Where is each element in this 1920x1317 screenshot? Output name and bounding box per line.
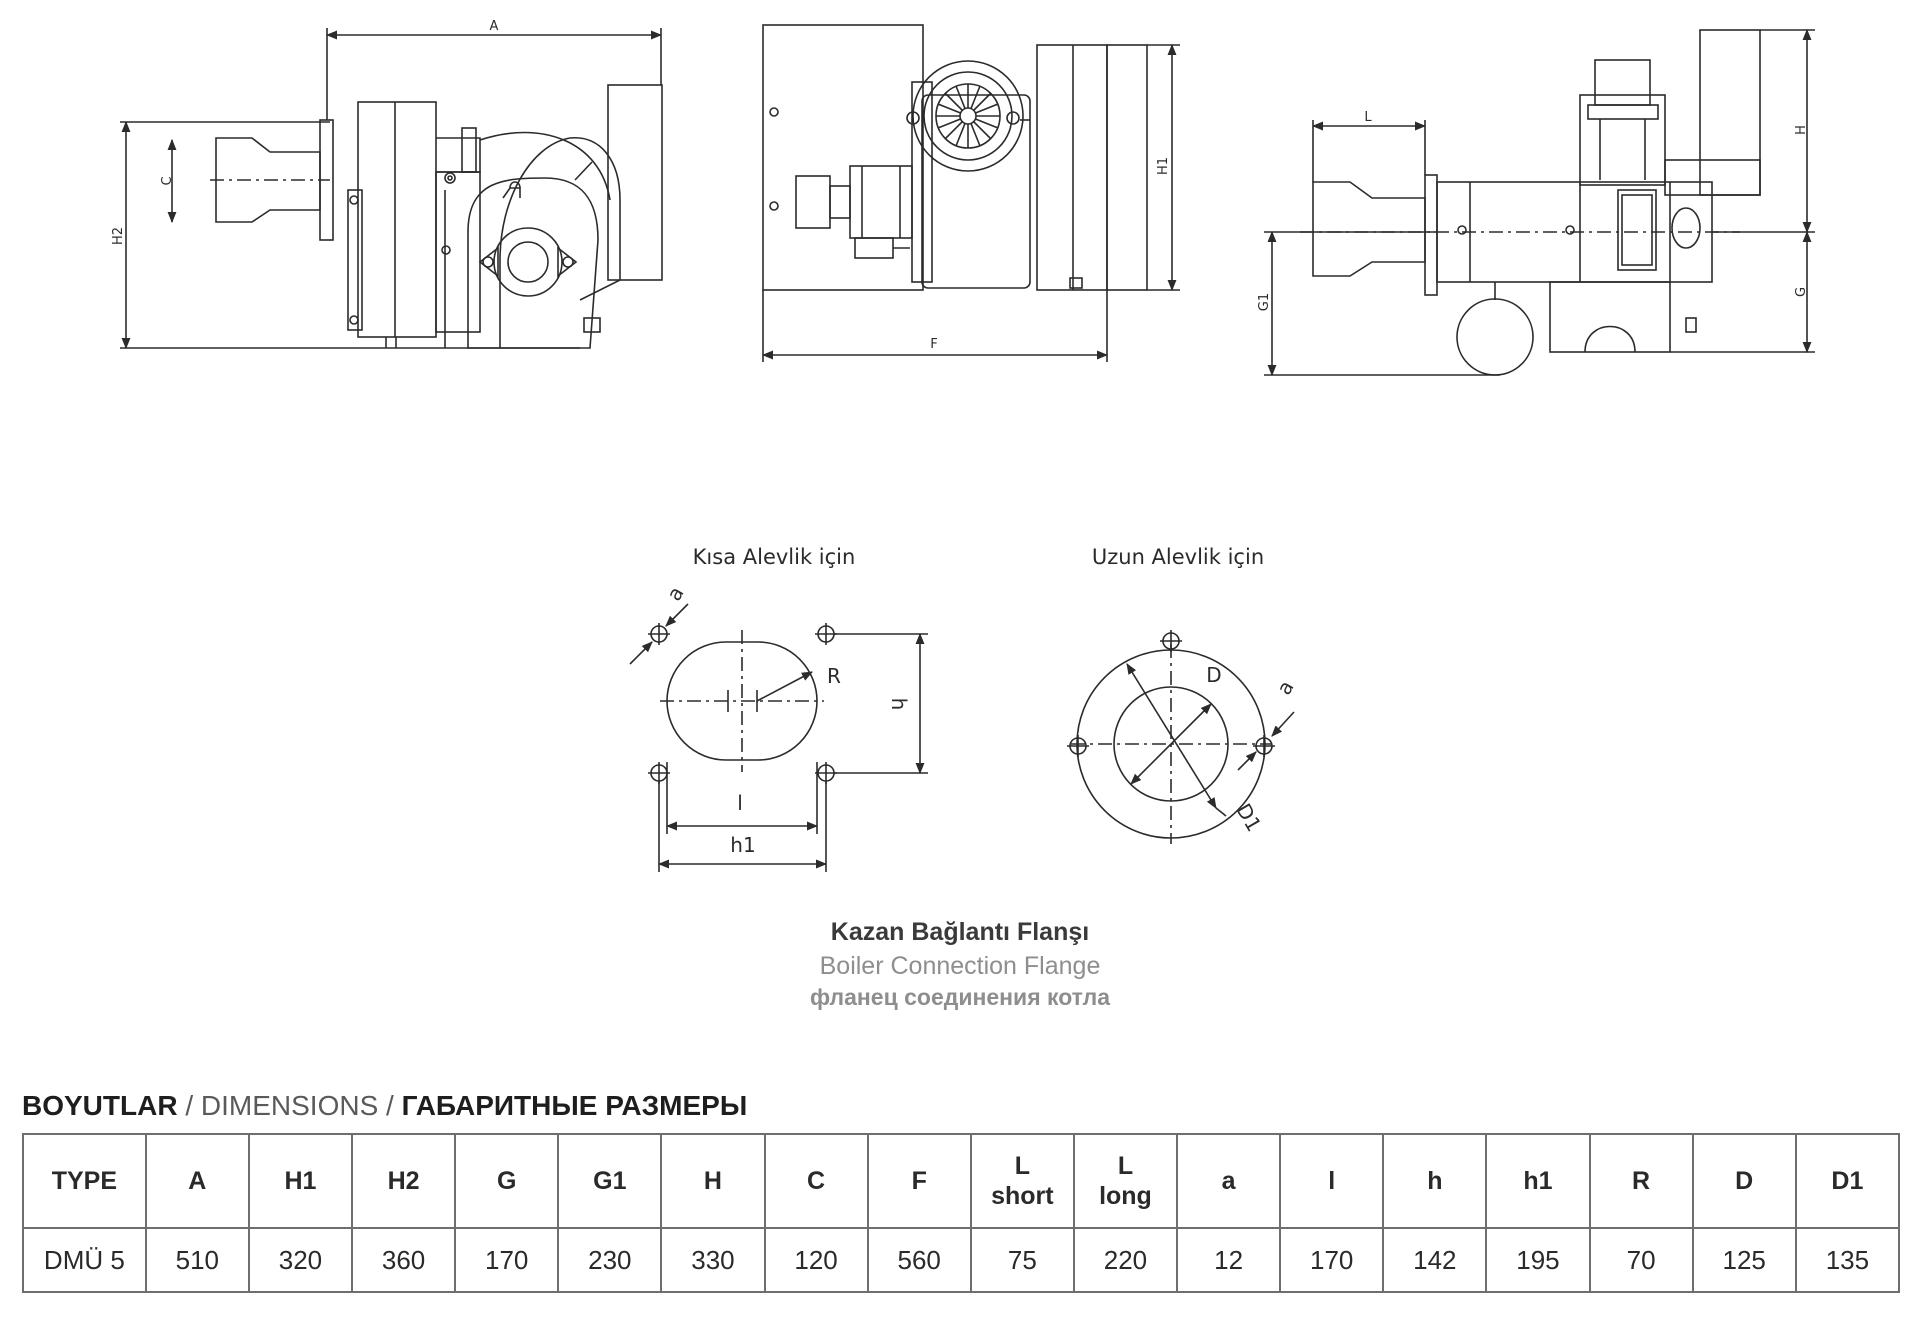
label-G: G xyxy=(1794,287,1809,297)
label-D: D xyxy=(1206,663,1221,687)
table-header-text: H xyxy=(703,1167,722,1195)
label-G1: G1 xyxy=(1257,293,1272,311)
drawing-labels: A C H2 F H1 L H G G1 Kısa Alevlik için a… xyxy=(111,19,1809,857)
table-header-cell: h xyxy=(1382,1133,1488,1229)
table-header-cell: F xyxy=(866,1133,972,1229)
section-title-ru: ГАБАРИТНЫЕ РАЗМЕРЫ xyxy=(401,1090,748,1121)
table-cell: 360 xyxy=(351,1227,457,1293)
table-cell: 195 xyxy=(1485,1227,1591,1293)
caption-en: Boiler Connection Flange xyxy=(819,952,1101,980)
table-cell: 170 xyxy=(454,1227,560,1293)
label-H: H xyxy=(1794,125,1809,135)
flange-short-drawing xyxy=(629,603,928,872)
table-cell: 70 xyxy=(1588,1227,1694,1293)
front-view xyxy=(761,24,1180,362)
table-header-cell: a xyxy=(1176,1133,1282,1229)
table-cell: 12 xyxy=(1176,1227,1282,1293)
flange-short-title: Kısa Alevlik için xyxy=(693,545,856,569)
dimensions-section-title: BOYUTLAR / DIMENSIONS / ГАБАРИТНЫЕ РАЗМЕ… xyxy=(22,1090,747,1122)
table-header-cell: R xyxy=(1588,1133,1694,1229)
table-cell: 170 xyxy=(1279,1227,1385,1293)
table-cell: 135 xyxy=(1794,1227,1901,1293)
table-header-text: F xyxy=(911,1167,927,1195)
table-header-cell: C xyxy=(763,1133,869,1229)
table-cell: 142 xyxy=(1382,1227,1488,1293)
table-header-text: L xyxy=(1014,1152,1030,1180)
table-header-cell: D xyxy=(1691,1133,1797,1229)
side-view xyxy=(120,28,663,350)
section-title-sep: / xyxy=(177,1090,201,1121)
fan-wheel xyxy=(936,84,1000,148)
label-A: A xyxy=(490,19,499,34)
table-header-text: G xyxy=(496,1167,517,1195)
table-header-cell: H2 xyxy=(351,1133,457,1229)
table-header-text: D1 xyxy=(1831,1167,1864,1195)
flange-long-drawing xyxy=(1067,630,1295,844)
table-header-cell: H1 xyxy=(247,1133,354,1229)
table-header-text: a xyxy=(1221,1167,1236,1195)
table-header-text: H1 xyxy=(284,1167,317,1195)
table-cell: 120 xyxy=(763,1227,869,1293)
label-R: R xyxy=(827,664,841,688)
table-header-text: G1 xyxy=(593,1167,627,1195)
section-title-en: DIMENSIONS xyxy=(200,1090,379,1121)
caption-tr: Kazan Bağlantı Flanşı xyxy=(830,918,1090,946)
label-h1: h1 xyxy=(730,833,755,857)
table-header-text: C xyxy=(807,1167,826,1195)
table-header-cell: D1 xyxy=(1794,1133,1901,1229)
caption-ru: фланец соединения котла xyxy=(809,984,1111,1010)
label-a-short: a xyxy=(662,582,689,605)
table-header-text: TYPE xyxy=(51,1167,118,1195)
table-header-text: D xyxy=(1735,1167,1754,1195)
table-cell: 510 xyxy=(144,1227,250,1293)
table-cell: DMÜ 5 xyxy=(22,1227,147,1293)
table-cell: 220 xyxy=(1072,1227,1179,1293)
table-header-cell: l xyxy=(1279,1133,1385,1229)
table-header-cell: h1 xyxy=(1485,1133,1591,1229)
table-header-text: l xyxy=(1328,1167,1336,1195)
flange-long-title: Uzun Alevlik için xyxy=(1092,545,1264,569)
label-C: C xyxy=(160,176,175,185)
table-header-cell: G xyxy=(454,1133,560,1229)
table-cell: 560 xyxy=(866,1227,972,1293)
table-cell: 330 xyxy=(660,1227,766,1293)
table-header-text: h xyxy=(1427,1167,1443,1195)
section-title-tr: BOYUTLAR xyxy=(22,1090,178,1121)
table-cell: 230 xyxy=(557,1227,663,1293)
table-cell: 75 xyxy=(969,1227,1075,1293)
table-header-text: long xyxy=(1099,1182,1152,1210)
section-title-sep: / xyxy=(378,1090,402,1121)
table-header-text: A xyxy=(188,1167,207,1195)
table-header-cell: TYPE xyxy=(22,1133,147,1229)
label-H1: H1 xyxy=(1156,157,1171,175)
technical-drawing: A C H2 F H1 L H G G1 Kısa Alevlik için a… xyxy=(111,19,1815,872)
label-D1: D1 xyxy=(1231,799,1266,835)
table-header-text: short xyxy=(991,1182,1054,1210)
table-cell: 125 xyxy=(1691,1227,1797,1293)
table-header-text: H2 xyxy=(387,1167,420,1195)
label-h: h xyxy=(887,698,911,711)
label-F: F xyxy=(930,337,937,352)
table-header-text: h1 xyxy=(1523,1167,1553,1195)
label-a-long: a xyxy=(1272,676,1299,699)
label-L: L xyxy=(1364,110,1372,125)
table-header-cell: A xyxy=(144,1133,250,1229)
label-H2: H2 xyxy=(111,227,126,245)
table-header-cell: H xyxy=(660,1133,766,1229)
table-cell: 320 xyxy=(247,1227,354,1293)
table-header-text: L xyxy=(1117,1152,1134,1180)
table-header-cell: G1 xyxy=(557,1133,663,1229)
label-l: l xyxy=(737,791,743,815)
table-header-text: R xyxy=(1632,1167,1651,1195)
rear-view xyxy=(1264,28,1815,377)
